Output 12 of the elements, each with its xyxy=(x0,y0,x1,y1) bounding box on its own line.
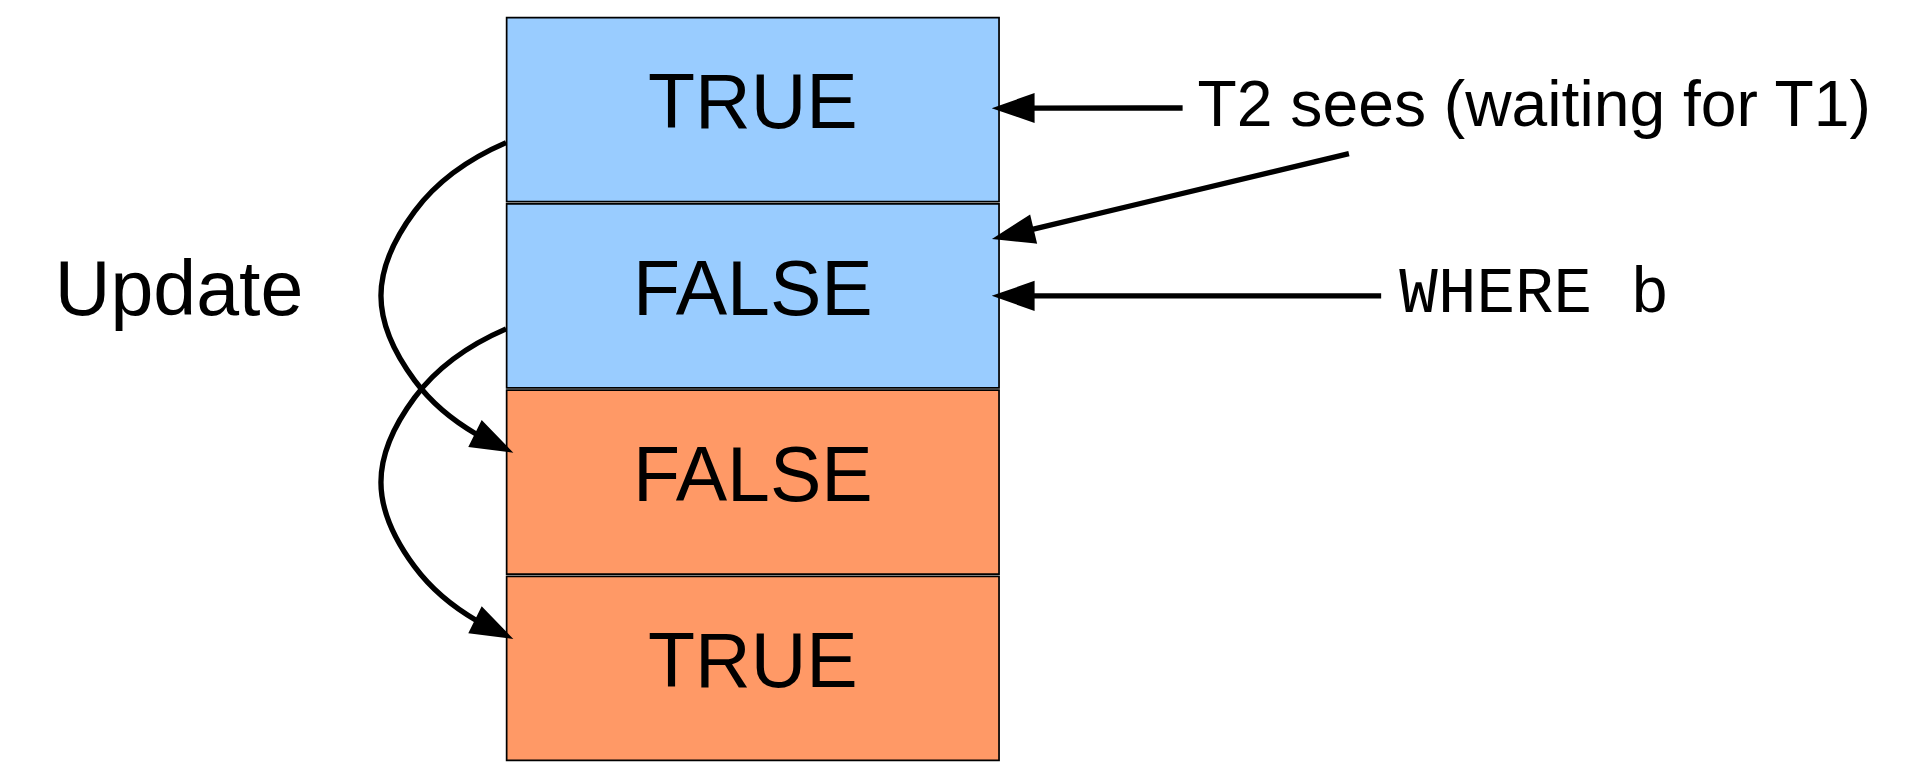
label: Update xyxy=(54,244,304,331)
arrow xyxy=(991,150,1350,244)
node-text: T2 sees (waiting for T1) xyxy=(1197,67,1871,140)
arrow xyxy=(991,280,1382,311)
node-box: TRUE xyxy=(505,574,1000,761)
node-text: WHERE b xyxy=(1399,258,1670,331)
arrow xyxy=(378,139,514,453)
arrow xyxy=(378,325,514,639)
node-box: TRUE xyxy=(505,16,1000,203)
node-box: FALSE xyxy=(505,388,1000,575)
arrow xyxy=(991,92,1183,123)
node-box: FALSE xyxy=(505,202,1000,389)
